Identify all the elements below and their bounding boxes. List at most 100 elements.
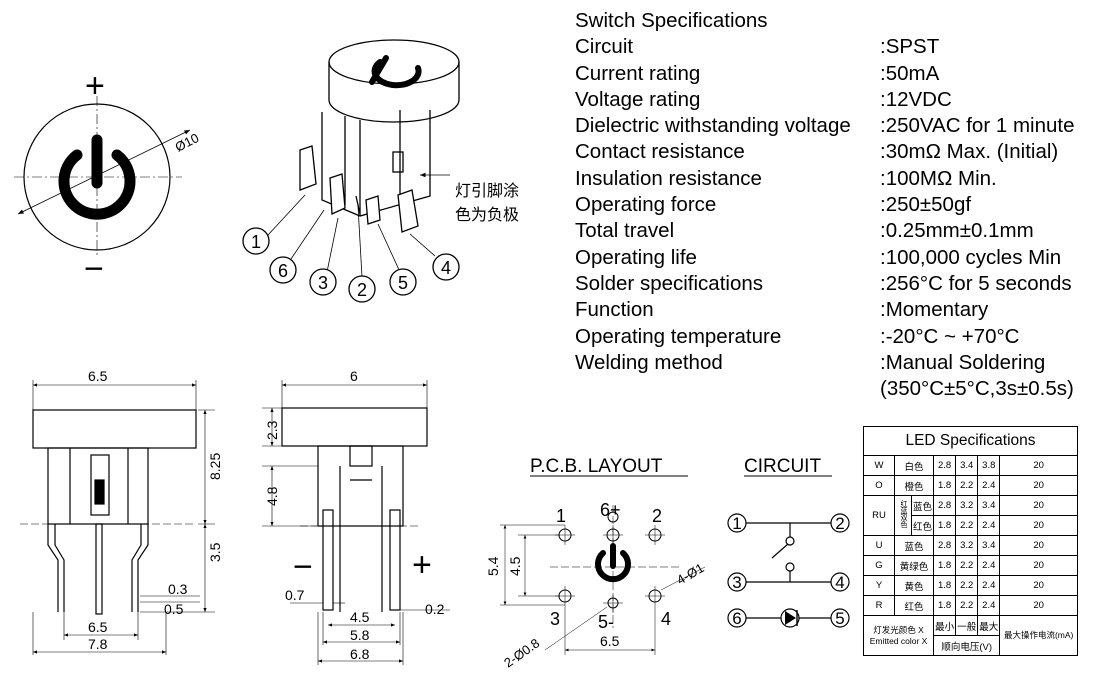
spec-value: :256°C for 5 seconds bbox=[880, 271, 1072, 295]
table-row: Y 黄色 1.8 2.2 2.4 20 bbox=[863, 575, 1078, 596]
led-typ: 3.4 bbox=[955, 455, 979, 476]
front-dim-pin-t: 0.5 bbox=[164, 601, 184, 617]
led-code: R bbox=[863, 595, 895, 616]
spec-value: :100MΩ Min. bbox=[880, 166, 997, 190]
spec-value: :12VDC bbox=[880, 87, 952, 111]
spec-label: Circuit bbox=[575, 35, 634, 59]
led-typ: 2.2 bbox=[955, 595, 979, 616]
spec-row: Contact resistance:30mΩ Max. (Initial) bbox=[575, 139, 1100, 165]
switch-specifications: Switch Specifications Circuit:SPST Curre… bbox=[575, 8, 1100, 402]
led-color: 橙色 bbox=[893, 475, 935, 496]
spec-value: :100,000 cycles Min bbox=[880, 245, 1062, 269]
led-typ: 2.2 bbox=[955, 555, 979, 576]
spec-label: Dielectric withstanding voltage bbox=[575, 114, 851, 138]
iso-pin-5: 5 bbox=[398, 273, 408, 293]
led-group: 红蓝双色 bbox=[900, 500, 907, 528]
iso-pin-1: 1 bbox=[251, 232, 261, 252]
pcb-dim-hole2: 2-Ø0.8 bbox=[501, 635, 542, 670]
led-emit-cn: 灯发光颜色 X bbox=[873, 624, 924, 635]
spec-value: :250VAC for 1 minute bbox=[880, 114, 1075, 138]
pcb-pin-3: 3 bbox=[550, 609, 560, 629]
table-row: R 红色 1.8 2.2 2.4 20 bbox=[863, 595, 1078, 616]
pcb-pin-2: 2 bbox=[652, 506, 662, 526]
spec-row: Dielectric withstanding voltage :250VAC f… bbox=[575, 113, 1100, 139]
pcb-power-icon bbox=[595, 543, 631, 583]
circuit-title: CIRCUIT bbox=[744, 456, 821, 477]
spec-label: Function bbox=[575, 298, 654, 322]
circuit-node-5: 5 bbox=[835, 609, 844, 628]
circuit-diagram bbox=[727, 513, 850, 628]
spec-row: Insulation resistance :100MΩ Min. bbox=[575, 166, 1100, 192]
led-max: 3.4 bbox=[977, 535, 1001, 556]
led-max: 2.4 bbox=[977, 475, 1001, 496]
spec-value: :30mΩ Max. (Initial) bbox=[880, 140, 1059, 164]
pcb-pin-1: 1 bbox=[556, 506, 566, 526]
spec-row: Solder specifications :256°C for 5 second… bbox=[575, 271, 1100, 297]
side-dim-left-off: 0.7 bbox=[285, 587, 305, 603]
isometric-view bbox=[242, 39, 460, 303]
iso-note-line2: 色为负极 bbox=[455, 206, 519, 224]
side-dim-body-w: 5.8 bbox=[350, 627, 370, 643]
led-code: O bbox=[863, 475, 895, 496]
led-min: 2.8 bbox=[933, 535, 957, 556]
led-ma: 20 bbox=[999, 535, 1078, 556]
front-dim-pin-w: 0.3 bbox=[168, 581, 188, 597]
front-dim-width-top: 6.5 bbox=[88, 368, 108, 384]
iso-pin-2: 2 bbox=[357, 280, 367, 300]
side-minus: − bbox=[293, 548, 313, 586]
led-color: 蓝色 bbox=[893, 535, 935, 556]
side-dim-width-top: 6 bbox=[350, 368, 358, 384]
led-typ: 2.2 bbox=[955, 475, 979, 496]
front-view bbox=[20, 380, 215, 655]
iso-pin-4: 4 bbox=[441, 258, 451, 278]
circuit-node-2: 2 bbox=[835, 514, 844, 533]
led-head-min: 最小 bbox=[933, 615, 957, 636]
led-ma: 20 bbox=[999, 555, 1078, 576]
led-ma: 20 bbox=[999, 475, 1078, 496]
spec-row: Circuit :SPST bbox=[575, 34, 1100, 60]
led-ma: 20 bbox=[999, 495, 1078, 516]
iso-pin-3: 3 bbox=[318, 273, 328, 293]
led-min: 1.8 bbox=[933, 475, 957, 496]
circuit-node-4: 4 bbox=[835, 573, 844, 592]
led-max: 2.4 bbox=[977, 555, 1001, 576]
side-view bbox=[262, 380, 450, 665]
side-dim-overall-w: 6.8 bbox=[350, 646, 370, 662]
led-code: W bbox=[863, 455, 895, 476]
pcb-title: P.C.B. LAYOUT bbox=[530, 456, 663, 477]
pcb-pin-4: 4 bbox=[661, 609, 671, 629]
led-ma: 20 bbox=[999, 455, 1078, 476]
led-min: 1.8 bbox=[933, 555, 957, 576]
led-code: RU bbox=[863, 495, 895, 536]
led-max: 2.4 bbox=[977, 515, 1001, 536]
pcb-layout bbox=[500, 505, 706, 655]
spec-label: Total travel bbox=[575, 219, 675, 243]
led-max: 3.8 bbox=[977, 455, 1001, 476]
front-dim-height-total: 8.25 bbox=[207, 453, 223, 480]
front-dim-overall-w: 7.8 bbox=[88, 636, 108, 652]
led-diode-icon bbox=[780, 608, 800, 628]
spec-label: Solder specifications bbox=[575, 271, 764, 295]
spec-row: (350°C±5°C,3s±0.5s) bbox=[575, 376, 1100, 402]
front-dim-pin-len: 3.5 bbox=[207, 542, 223, 562]
table-row: O 橙色 1.8 2.2 2.4 20 bbox=[863, 475, 1078, 496]
led-max: 3.4 bbox=[977, 495, 1001, 516]
spec-value: :SPST bbox=[880, 35, 940, 59]
spec-label: Operating force bbox=[575, 193, 717, 217]
pcb-dim-width: 6.5 bbox=[600, 633, 620, 649]
spec-value: :50mA bbox=[880, 61, 940, 85]
spec-label: Insulation resistance bbox=[575, 166, 762, 190]
led-color: 蓝色 bbox=[910, 495, 935, 516]
spec-row: Total travel:0.25mm±0.1mm bbox=[575, 218, 1100, 244]
side-dim-body-h: 4.8 bbox=[264, 486, 280, 506]
led-code: U bbox=[863, 535, 895, 556]
spec-value: :Momentary bbox=[880, 298, 989, 322]
top-minus: − bbox=[84, 250, 104, 288]
led-spec-table: LED Specifications W 白色 2.8 3.4 3.8 20 O… bbox=[862, 426, 1078, 656]
led-min: 2.8 bbox=[933, 495, 957, 516]
circuit-node-1: 1 bbox=[732, 514, 741, 533]
led-head-max: 最大 bbox=[977, 615, 1001, 636]
led-head-typ: 一般 bbox=[955, 615, 979, 636]
spec-value: :250±50gf bbox=[880, 193, 972, 217]
